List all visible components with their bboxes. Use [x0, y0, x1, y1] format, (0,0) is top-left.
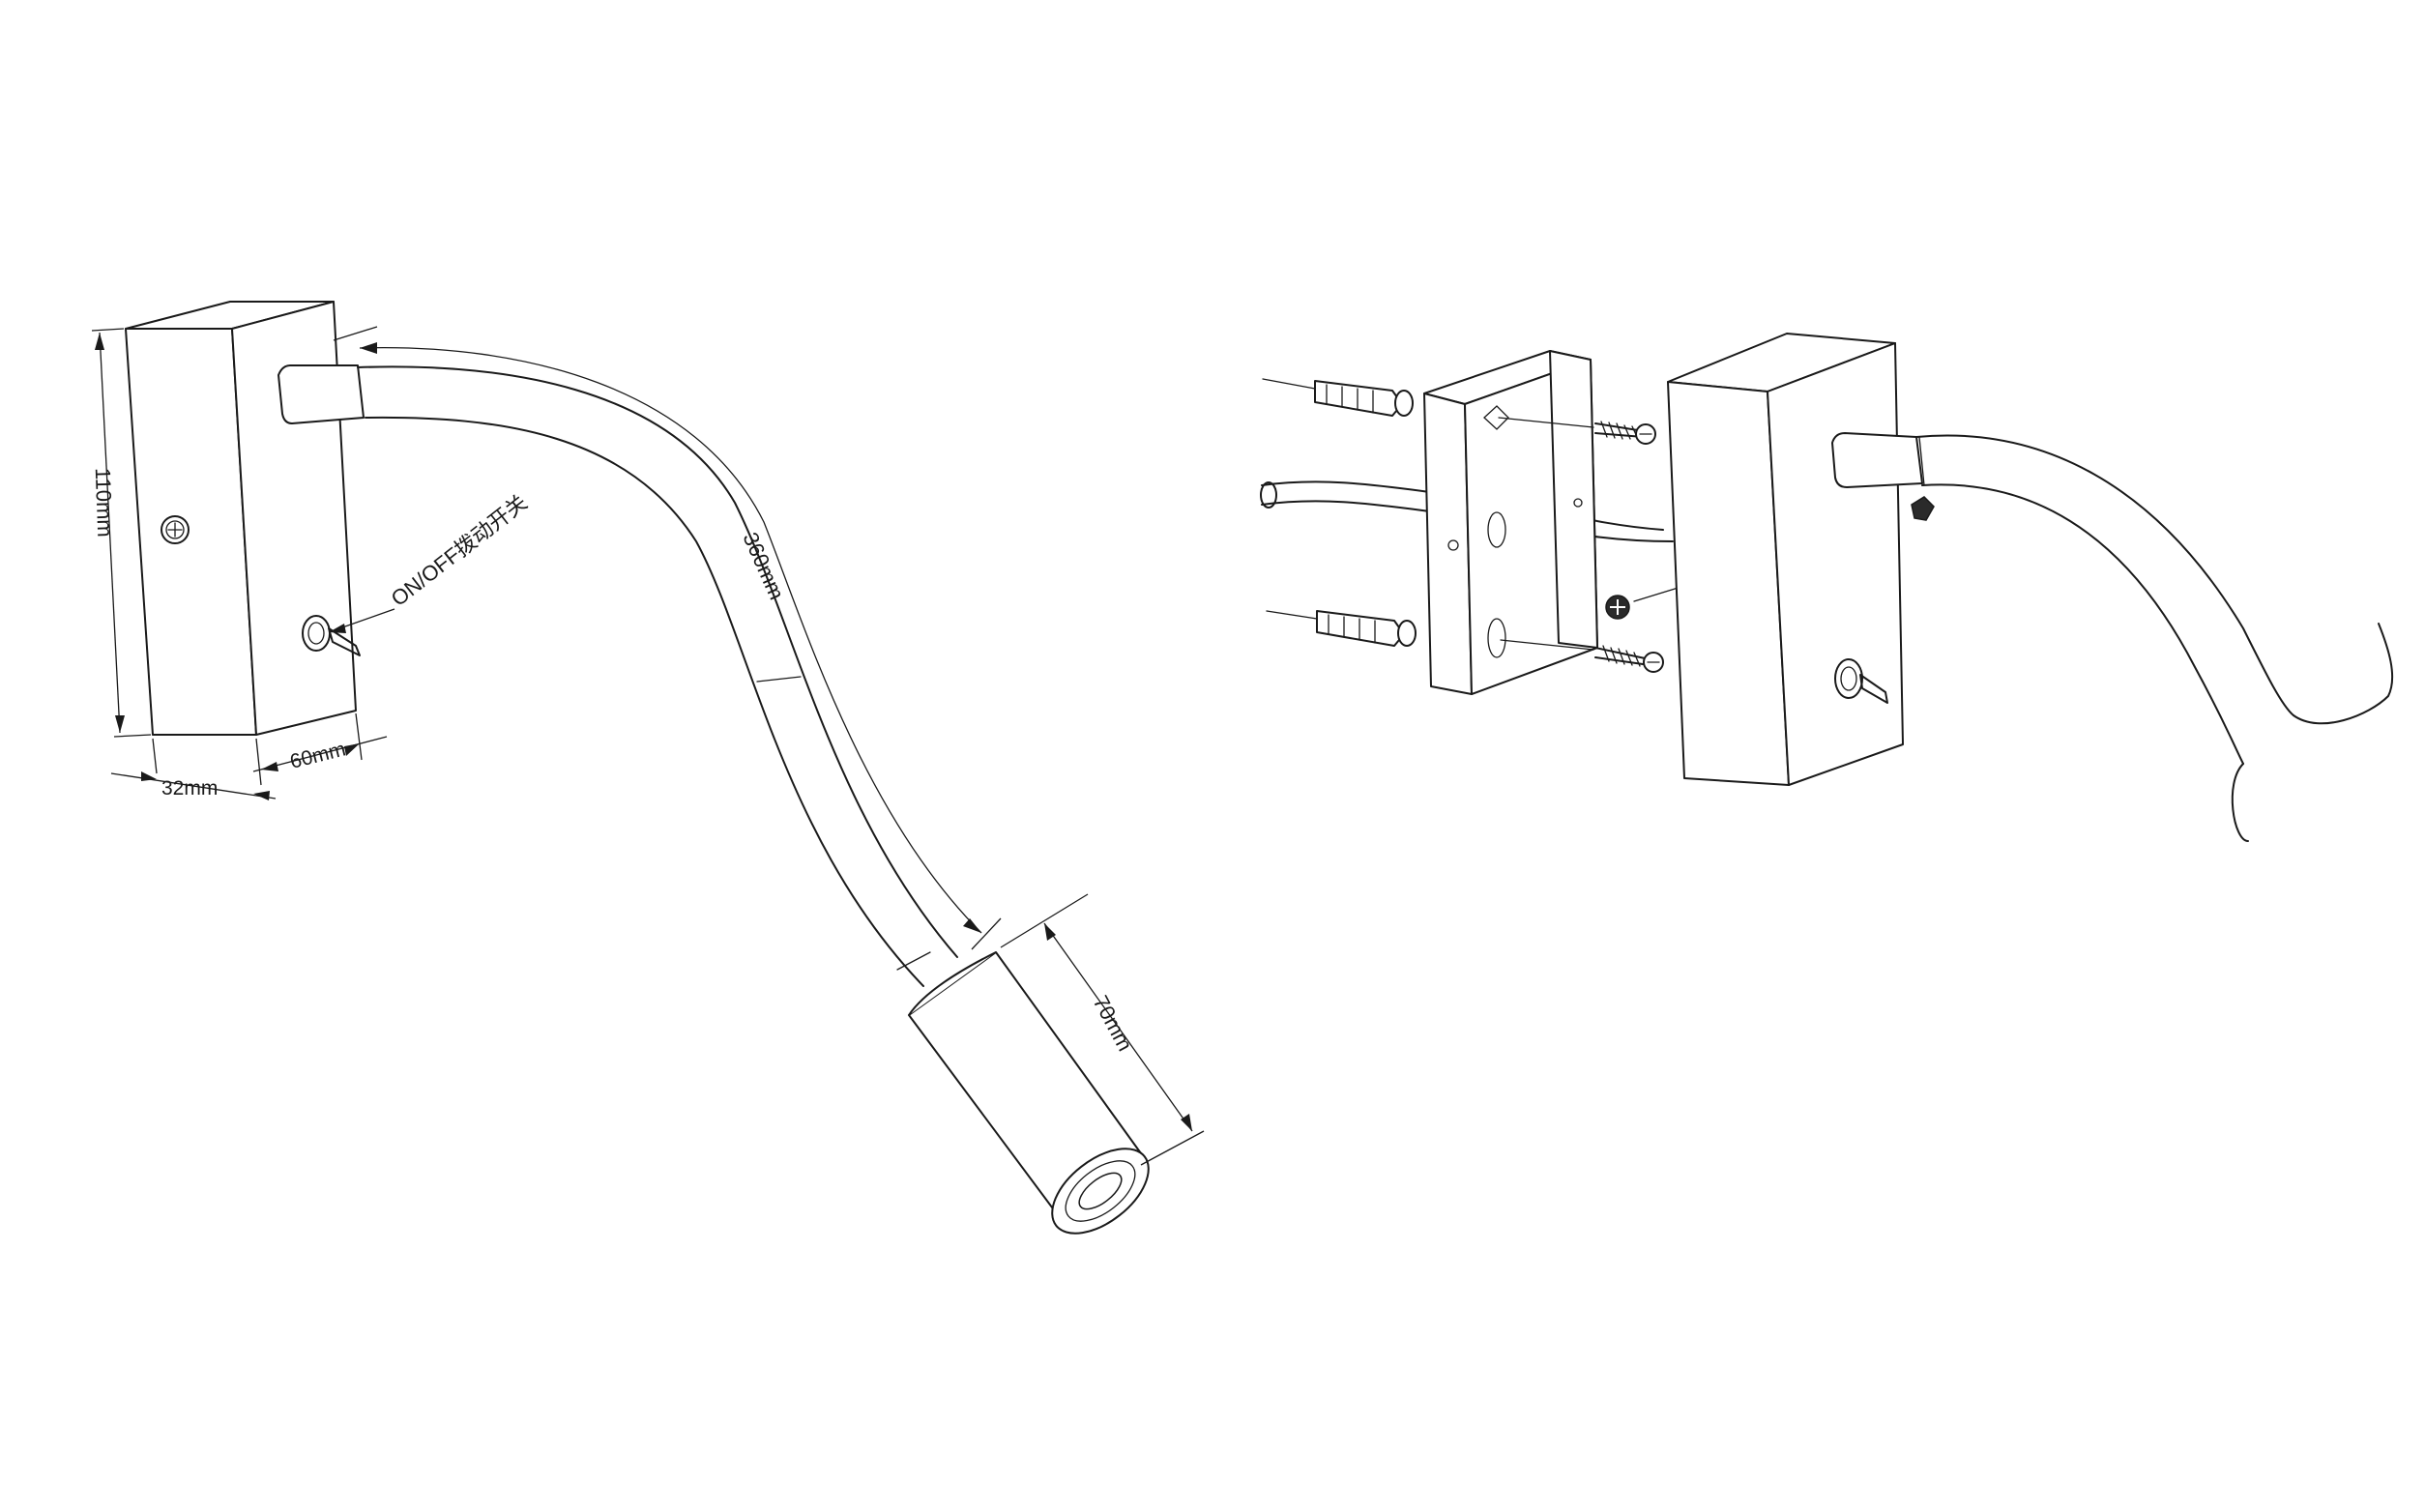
lamp-head [908, 951, 1150, 1235]
toggle-switch-icon [302, 615, 361, 656]
dim-height: 110mm [91, 328, 152, 738]
label-switch: ON/OFF拨动开关 [387, 490, 532, 611]
screw-top-icon [1498, 417, 1656, 445]
flexible-arm-exploded [1831, 432, 2394, 842]
box-screw-icon [161, 515, 190, 544]
screw-bottom-icon [1500, 639, 1664, 673]
switch-callout: ON/OFF拨动开关 [328, 490, 532, 633]
flexible-arm [278, 364, 958, 987]
label-depth: 60mm [288, 738, 348, 772]
wall-box-exploded [1667, 333, 1904, 786]
wall-anchor-top-icon [1262, 378, 1414, 417]
mounting-bracket [1423, 350, 1598, 695]
dim-arm: 360mm [333, 326, 1002, 950]
dimensioned-lamp: 110mm 32mm 60mm 360mm [91, 301, 1205, 1235]
toggle-switch-exploded-icon [1834, 658, 1888, 704]
label-width: 32mm [161, 777, 218, 800]
label-head-length: 70mm [1089, 992, 1138, 1056]
wall-anchor-bottom-icon [1266, 610, 1417, 647]
label-height: 110mm [91, 467, 117, 538]
label-arm-length: 360mm [738, 529, 789, 603]
grub-screw-icon [1911, 496, 1935, 521]
exploded-view [1260, 333, 2394, 842]
